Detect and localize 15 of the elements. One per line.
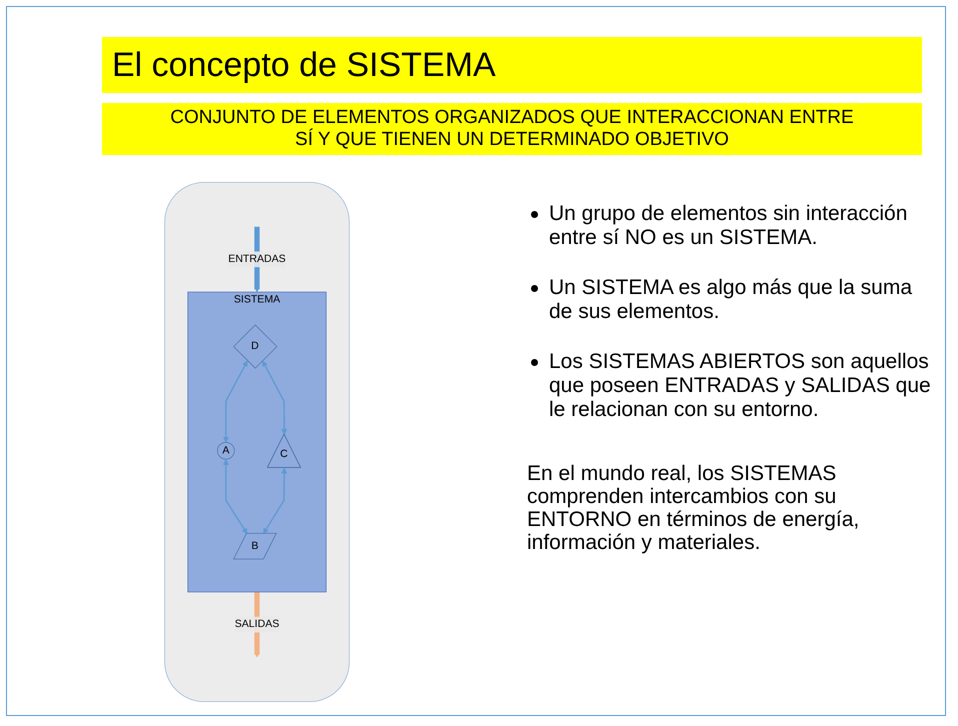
arrow (223, 459, 248, 534)
bullet-text: Los SISTEMAS ABIERTOS son aquellos que poseen ENTRADAS y SALIDAS que le relacionan con su entorno. (549, 350, 931, 421)
edge-label: SALIDAS (234, 618, 280, 630)
arrow (223, 360, 248, 443)
bullet-text: Un grupo de elementos sin interacción entre sí NO es un SISTEMA. (549, 202, 908, 249)
node-circle: A (217, 442, 235, 460)
node-diamond: D (233, 324, 278, 369)
cluster (164, 182, 350, 702)
definition-banner: CONJUNTO DE ELEMENTOS ORGANIZADOS QUE INTERACCIONAN ENTRE SÍ Y QUE TIENEN UN DETERMINADO OBJETIVO (102, 103, 922, 155)
title-banner: El concepto de SISTEMA (102, 37, 922, 93)
arrow (263, 468, 288, 534)
edge-label: ENTRADAS (228, 253, 286, 265)
note-paragraph: En el mundo real, los SISTEMAS comprenden intercambios con su ENTORNO en términos de energía, información y materiales. (527, 462, 860, 554)
bullet-text: Un SISTEMA es algo más que la suma de sus elementos. (549, 276, 912, 323)
arrow (262, 360, 288, 435)
